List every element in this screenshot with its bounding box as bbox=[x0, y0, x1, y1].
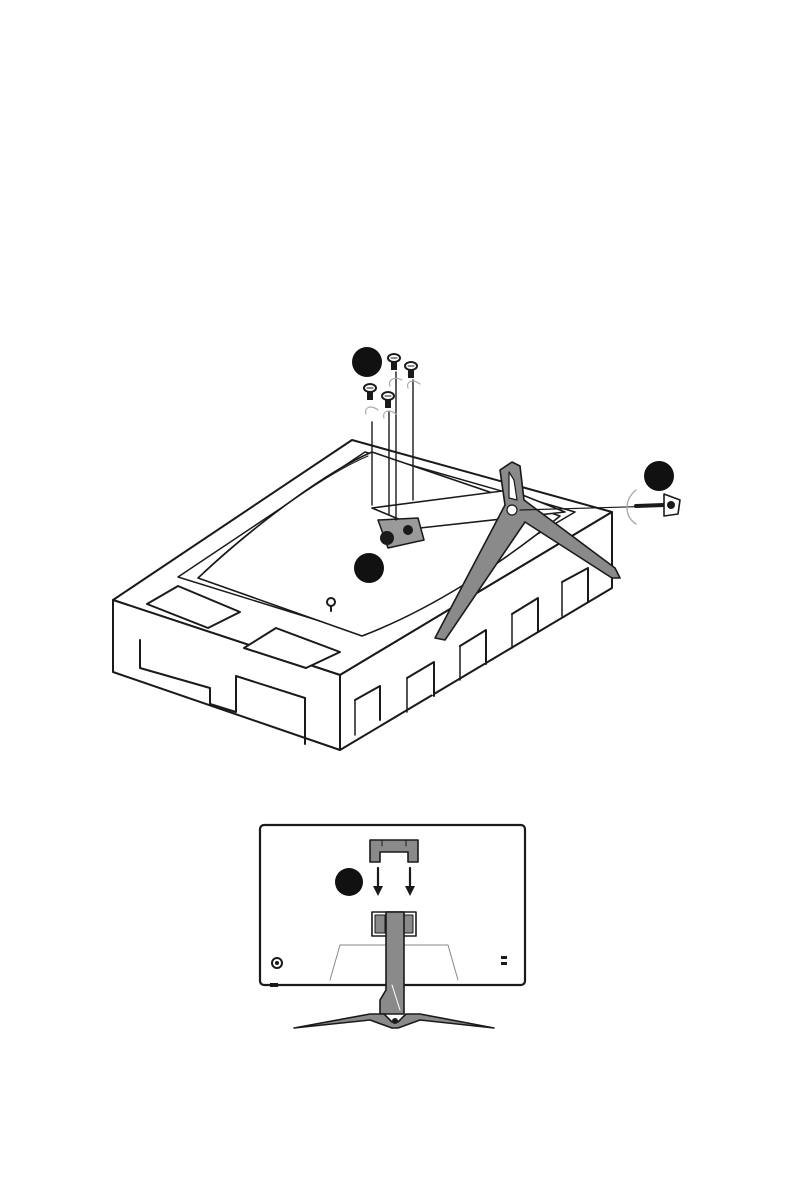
screw-icon bbox=[388, 354, 400, 370]
screw-icon bbox=[364, 384, 376, 400]
step-marker bbox=[335, 868, 363, 896]
screw-icon bbox=[405, 362, 417, 378]
power-button-icon bbox=[327, 598, 335, 606]
port-icon bbox=[501, 956, 507, 959]
screw-icon bbox=[382, 392, 394, 408]
step-marker bbox=[352, 347, 382, 377]
figure-assembly bbox=[113, 347, 680, 750]
step-marker bbox=[644, 461, 674, 491]
step-marker bbox=[354, 553, 384, 583]
figure-rear-view bbox=[260, 825, 525, 1028]
